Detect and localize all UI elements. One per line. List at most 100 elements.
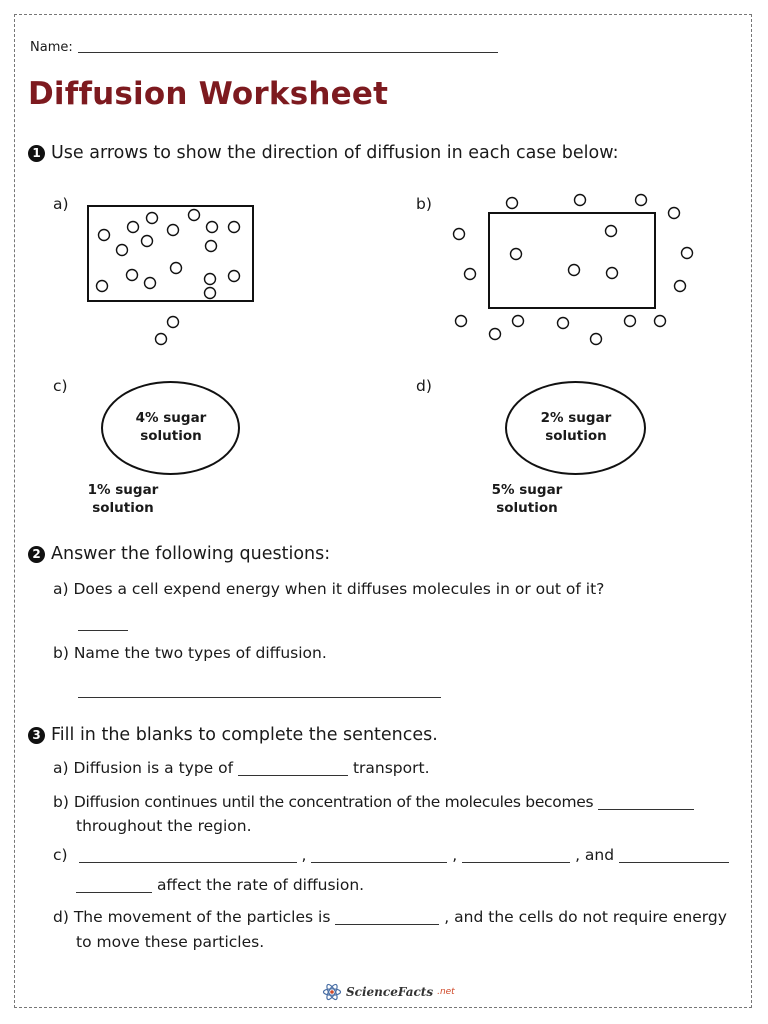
- name-label: Name:: [30, 40, 73, 55]
- page-border: [14, 14, 752, 1008]
- particle: [115, 243, 129, 257]
- particle: [203, 272, 217, 286]
- q2-b-answer-blank[interactable]: [78, 697, 441, 698]
- cell-b-rectangle: [488, 212, 656, 309]
- particle: [505, 196, 519, 210]
- particle: [95, 279, 109, 293]
- q3-heading-text: Fill in the blanks to complete the sente…: [51, 725, 438, 745]
- particle: [204, 239, 218, 253]
- q3-a-blank[interactable]: [238, 759, 349, 776]
- q3-d-text3: to move these particles.: [76, 933, 265, 951]
- q3-c-label: c): [53, 846, 68, 864]
- q2-heading-text: Answer the following questions:: [51, 544, 331, 564]
- q3-c-blank-4[interactable]: [619, 846, 730, 863]
- particle: [140, 234, 154, 248]
- particle: [126, 220, 140, 234]
- d-inside-label: 2% sugar solution: [526, 409, 626, 445]
- particle: [463, 267, 477, 281]
- q3-d: d) The movement of the particles is , an…: [53, 905, 727, 929]
- q3-heading: 3 Fill in the blanks to complete the sent…: [28, 725, 438, 745]
- particle: [653, 314, 667, 328]
- q3-c-sep3: , and: [575, 846, 615, 864]
- q3-d-label: d): [53, 908, 69, 926]
- q3-d-blank[interactable]: [335, 908, 440, 925]
- q3-a-text1: Diffusion is a type of: [73, 759, 234, 777]
- particle: [145, 211, 159, 225]
- c-inside-line2: solution: [140, 428, 202, 444]
- q3-b-blank[interactable]: [598, 793, 695, 810]
- q2-heading: 2 Answer the following questions:: [28, 544, 330, 564]
- particle: [205, 220, 219, 234]
- particle: [452, 227, 466, 241]
- c-inside-line1: 4% sugar: [135, 410, 207, 426]
- q2-b: b) Name the two types of diffusion.: [53, 641, 327, 665]
- particle: [488, 327, 502, 341]
- particle: [680, 246, 694, 260]
- d-outside-label: 5% sugar solution: [477, 481, 577, 517]
- particle: [567, 263, 581, 277]
- particle: [166, 223, 180, 237]
- particle: [667, 206, 681, 220]
- page-title: Diffusion Worksheet: [28, 76, 389, 112]
- cell-c-ellipse: [101, 381, 240, 475]
- logo-brand-text: ScienceFacts: [346, 985, 434, 999]
- name-field[interactable]: [78, 52, 498, 53]
- q1-a-label: a): [53, 195, 69, 213]
- q3-c-sep1: ,: [301, 846, 307, 864]
- q2-b-text: Name the two types of diffusion.: [73, 644, 327, 662]
- particle: [125, 268, 139, 282]
- particle: [166, 315, 180, 329]
- q3-c-blank-3[interactable]: [462, 846, 571, 863]
- particle: [589, 332, 603, 346]
- q1-number-badge: 1: [28, 145, 45, 162]
- q1-b-label: b): [416, 195, 432, 213]
- c-outside-label: 1% sugar solution: [73, 481, 173, 517]
- cell-d-ellipse: [505, 381, 646, 475]
- d-inside-line2: solution: [545, 428, 607, 444]
- particle: [605, 266, 619, 280]
- q3-c-blank-1[interactable]: [78, 846, 297, 863]
- q2-a-label: a): [53, 580, 69, 598]
- particle: [227, 220, 241, 234]
- q3-b-text1: Diffusion continues until the concentrat…: [73, 793, 594, 811]
- q3-c-blank-2[interactable]: [311, 846, 448, 863]
- q3-c-line2: affect the rate of diffusion.: [76, 873, 364, 897]
- d-outside-line2: solution: [496, 500, 558, 516]
- particle: [509, 247, 523, 261]
- q3-a-text2: transport.: [352, 759, 430, 777]
- particle: [187, 208, 201, 222]
- c-inside-label: 4% sugar solution: [121, 409, 221, 445]
- particle: [143, 276, 157, 290]
- d-inside-line1: 2% sugar: [540, 410, 612, 426]
- q1-d-label: d): [416, 377, 432, 395]
- c-outside-line1: 1% sugar: [87, 482, 159, 498]
- particle: [169, 261, 183, 275]
- particle: [573, 193, 587, 207]
- particle: [511, 314, 525, 328]
- logo-tld-text: .net: [437, 987, 455, 997]
- q3-c-blank-5[interactable]: [76, 876, 152, 893]
- q2-number-badge: 2: [28, 546, 45, 563]
- q2-b-label: b): [53, 644, 69, 662]
- d-outside-line1: 5% sugar: [491, 482, 563, 498]
- q2-a-text: Does a cell expend energy when it diffus…: [73, 580, 605, 598]
- particle: [227, 269, 241, 283]
- particle: [154, 332, 168, 346]
- q3-number-badge: 3: [28, 727, 45, 744]
- q3-d-text1: The movement of the particles is: [73, 908, 331, 926]
- particle: [623, 314, 637, 328]
- particle: [556, 316, 570, 330]
- q3-a: a) Diffusion is a type of transport.: [53, 756, 430, 780]
- particle: [604, 224, 618, 238]
- particle: [454, 314, 468, 328]
- particle: [634, 193, 648, 207]
- q2-a-answer-blank[interactable]: [78, 630, 128, 631]
- q3-a-label: a): [53, 759, 69, 777]
- particle: [203, 286, 217, 300]
- cell-a-rectangle: [87, 205, 254, 302]
- sciencefacts-logo: ScienceFacts.net: [322, 982, 455, 1002]
- q3-b-text2: throughout the region.: [76, 817, 252, 835]
- q3-b: b) Diffusion continues until the concent…: [53, 790, 743, 814]
